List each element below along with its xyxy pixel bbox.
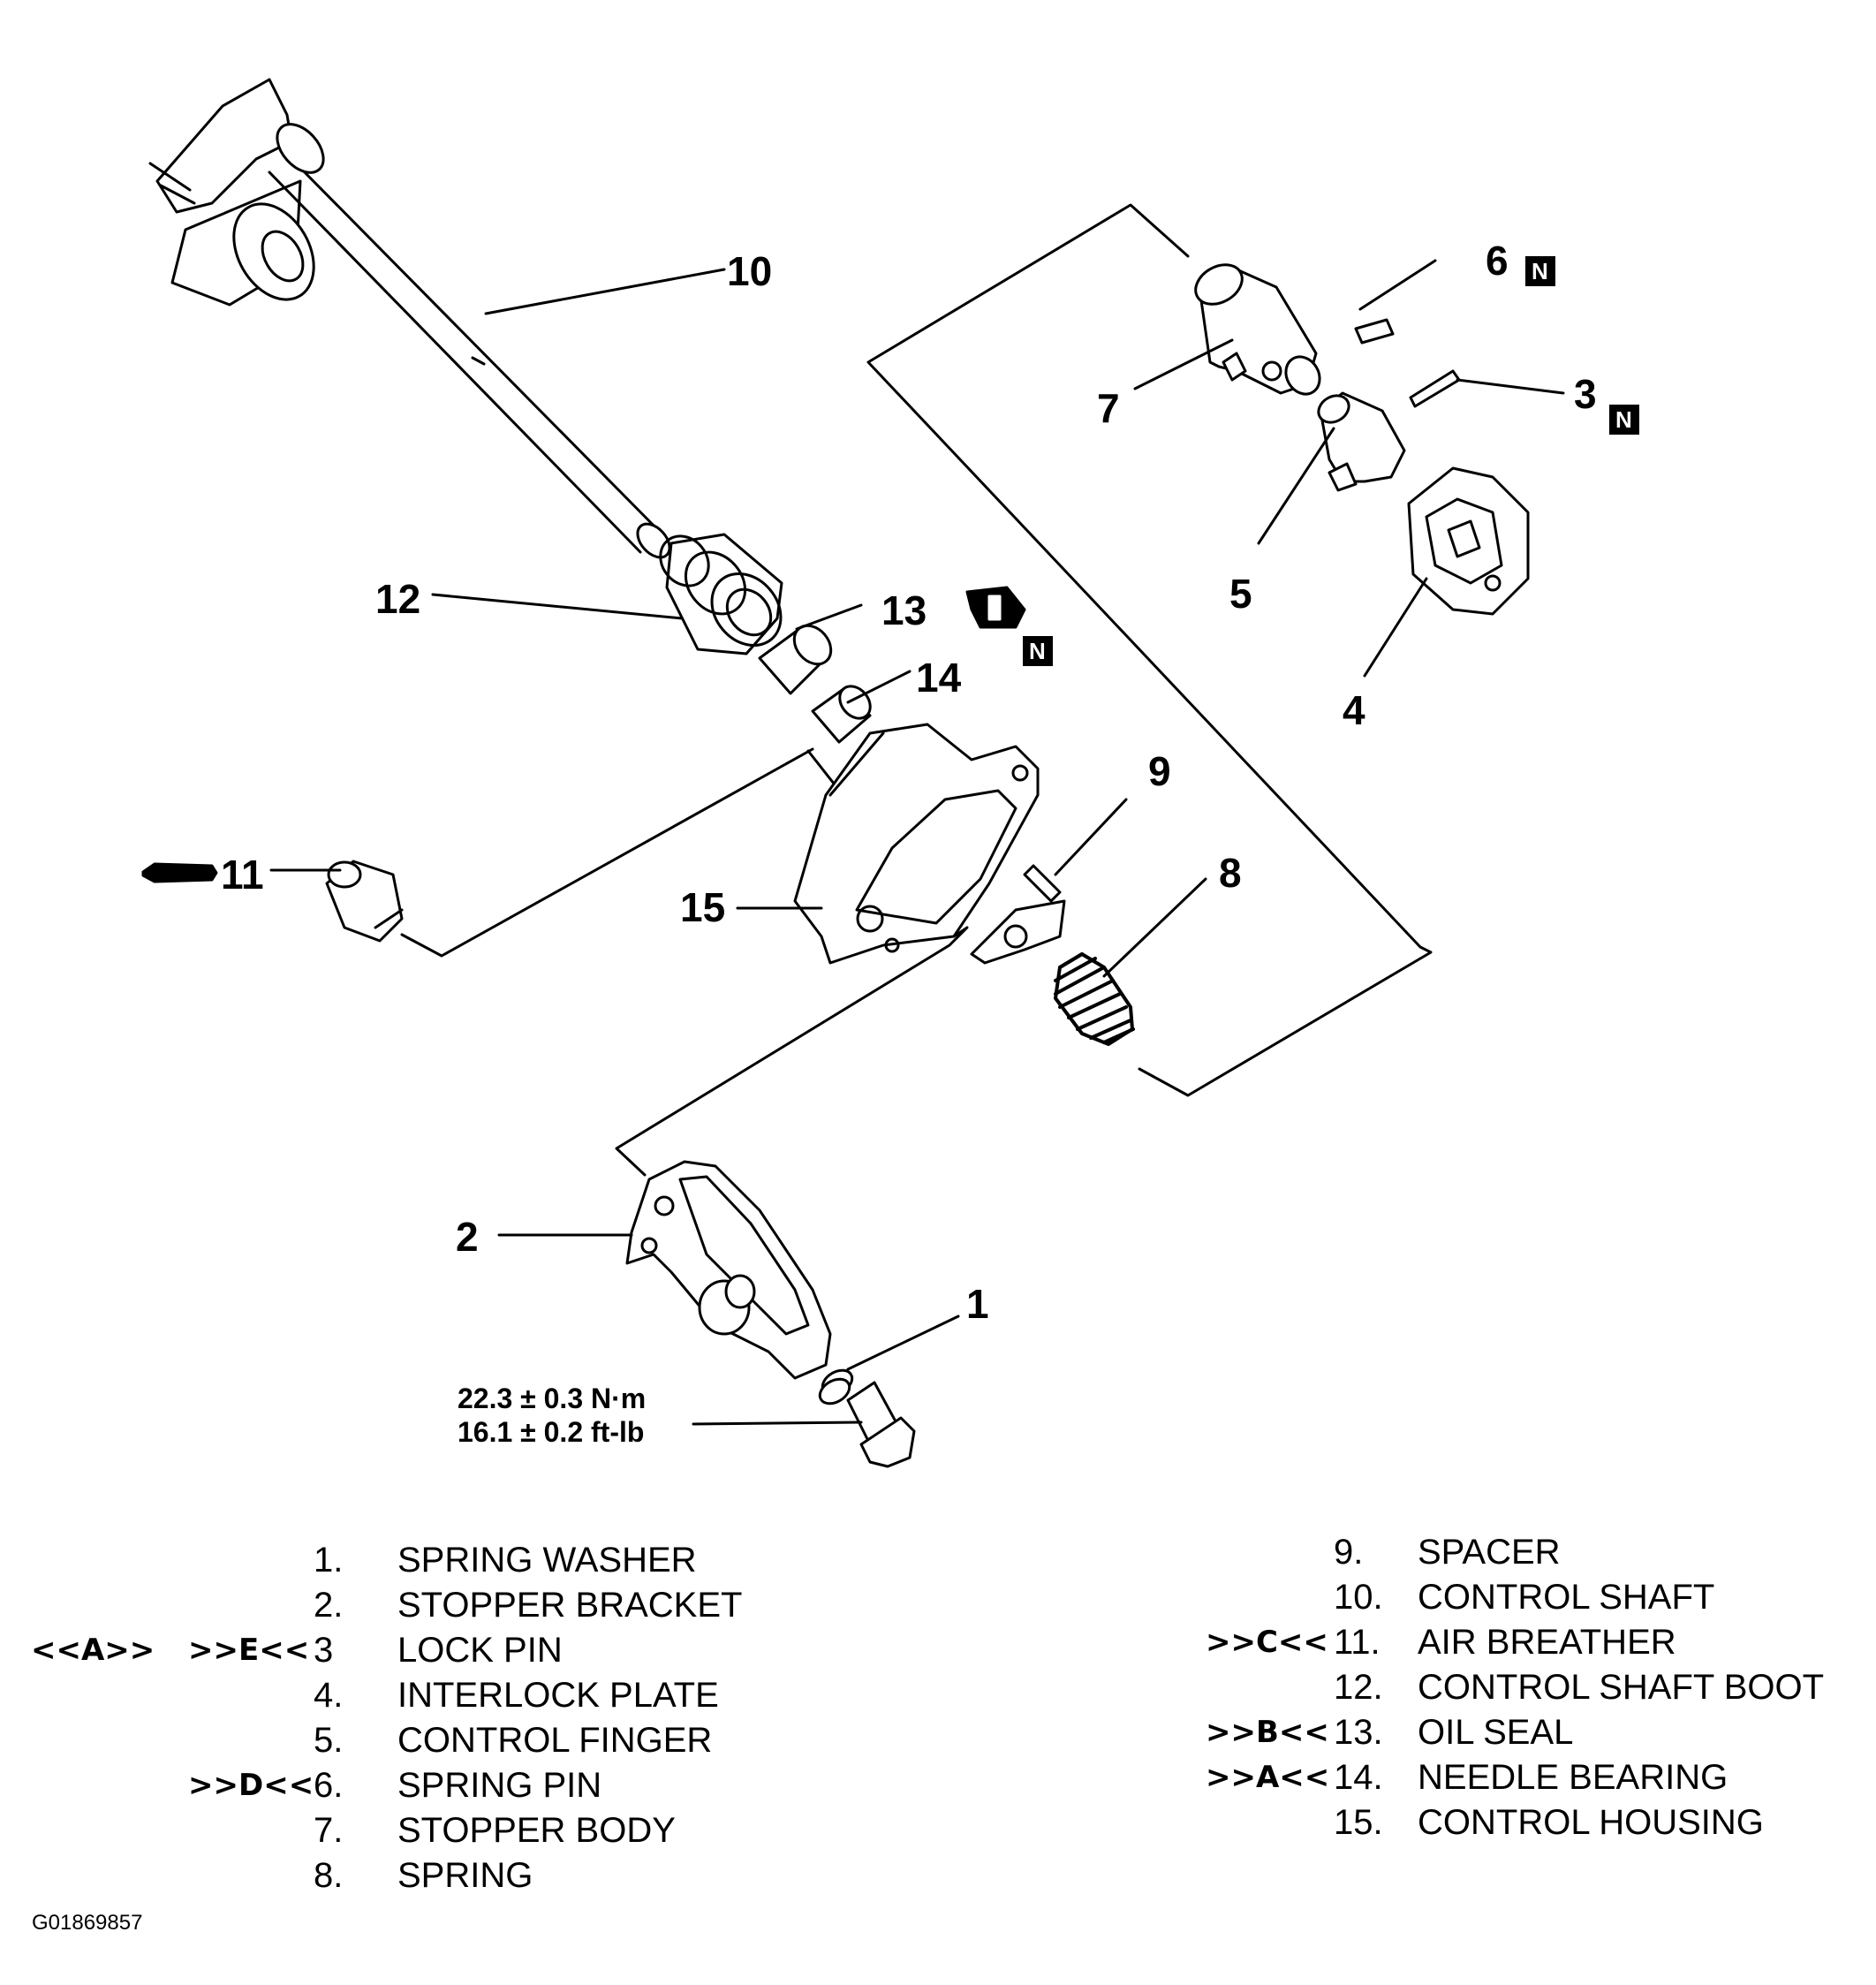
svg-text:N: N bbox=[1029, 638, 1046, 664]
spacer bbox=[970, 864, 1066, 965]
legend-row: 12. CONTROL SHAFT BOOT bbox=[1334, 1668, 1825, 1707]
legend-row: >>B<< 13. OIL SEAL bbox=[1206, 1713, 1574, 1752]
svg-text:N: N bbox=[1532, 258, 1548, 284]
legend-left: 1. SPRING WASHER 2. STOPPER BRACKET <<A>… bbox=[0, 1538, 795, 1898]
sealant-icon bbox=[141, 862, 218, 883]
assembly-line-left bbox=[400, 747, 814, 958]
interlock-plate bbox=[1407, 466, 1530, 616]
legend-row: <<A>> >>E<< 3 LOCK PIN bbox=[31, 1631, 563, 1670]
assembly-line-upper bbox=[866, 203, 1433, 1097]
callout-labels: 10 6 3 7 5 4 12 13 14 9 8 11 15 2 1 bbox=[221, 238, 1597, 1327]
callout-5: 5 bbox=[1229, 571, 1252, 617]
control-finger bbox=[1317, 391, 1406, 492]
legend-row: 4. INTERLOCK PLATE bbox=[314, 1676, 719, 1715]
lock-pin bbox=[1409, 369, 1461, 408]
callout-3: 3 bbox=[1574, 371, 1597, 417]
callout-6: 6 bbox=[1486, 238, 1509, 284]
torque-spec: 22.3 ± 0.3 N·m 16.1 ± 0.2 ft-lb bbox=[458, 1383, 646, 1448]
legend-row: 5. CONTROL FINGER bbox=[314, 1721, 713, 1760]
callout-14: 14 bbox=[916, 655, 962, 701]
legend-row: >>D<< 6. SPRING PIN bbox=[188, 1766, 602, 1805]
control-shaft bbox=[148, 78, 671, 559]
legend-row: 10. CONTROL SHAFT bbox=[1334, 1578, 1715, 1617]
callout-15: 15 bbox=[680, 884, 725, 930]
new-part-marker-6: N bbox=[1525, 256, 1555, 286]
needle-bearing bbox=[811, 685, 872, 744]
control-housing bbox=[793, 723, 1040, 965]
callout-12: 12 bbox=[375, 576, 420, 622]
spring-washer bbox=[818, 1368, 854, 1405]
control-shaft-boot bbox=[659, 533, 783, 655]
legend-row: 2. STOPPER BRACKET bbox=[314, 1586, 743, 1625]
new-part-marker-3: N bbox=[1609, 405, 1639, 435]
oil-seal-detail-icon bbox=[965, 586, 1026, 629]
legend-row: 15. CONTROL HOUSING bbox=[1334, 1803, 1764, 1842]
air-breather bbox=[325, 860, 404, 943]
callout-9: 9 bbox=[1148, 748, 1171, 794]
legend-row: >>A<< 14. NEEDLE BEARING bbox=[1206, 1758, 1728, 1797]
figure-id: G01869857 bbox=[32, 1911, 143, 1935]
legend-row: >>C<< 11. AIR BREATHER bbox=[1206, 1623, 1676, 1662]
leader-lines bbox=[269, 259, 1565, 1426]
legend-row: 1. SPRING WASHER bbox=[314, 1541, 697, 1580]
callout-4: 4 bbox=[1343, 687, 1365, 733]
bolt bbox=[846, 1381, 916, 1468]
spring-pin bbox=[1354, 318, 1395, 345]
legend-row: 9. SPACER bbox=[1334, 1533, 1561, 1572]
legend-right: 9. SPACER 10. CONTROL SHAFT >>C<< 11. AI… bbox=[1148, 1530, 1876, 1845]
oil-seal bbox=[758, 624, 833, 695]
torque-metric: 22.3 ± 0.3 N·m bbox=[458, 1383, 646, 1414]
callout-11: 11 bbox=[221, 852, 264, 898]
callout-13: 13 bbox=[881, 587, 927, 633]
stopper-body bbox=[1194, 263, 1321, 396]
callout-1: 1 bbox=[966, 1281, 989, 1327]
stopper-bracket bbox=[625, 1160, 832, 1380]
new-part-markers: N N N bbox=[1023, 256, 1639, 666]
new-part-marker-13: N bbox=[1023, 636, 1053, 666]
legend-row: 8. SPRING bbox=[314, 1856, 533, 1895]
legend-row: 7. STOPPER BODY bbox=[314, 1811, 676, 1850]
callout-8: 8 bbox=[1219, 850, 1242, 896]
svg-text:N: N bbox=[1615, 406, 1632, 433]
callout-7: 7 bbox=[1097, 385, 1120, 431]
callout-10: 10 bbox=[727, 248, 772, 294]
callout-2: 2 bbox=[456, 1214, 479, 1260]
torque-imperial: 16.1 ± 0.2 ft-lb bbox=[458, 1416, 644, 1448]
spring bbox=[1054, 952, 1135, 1046]
